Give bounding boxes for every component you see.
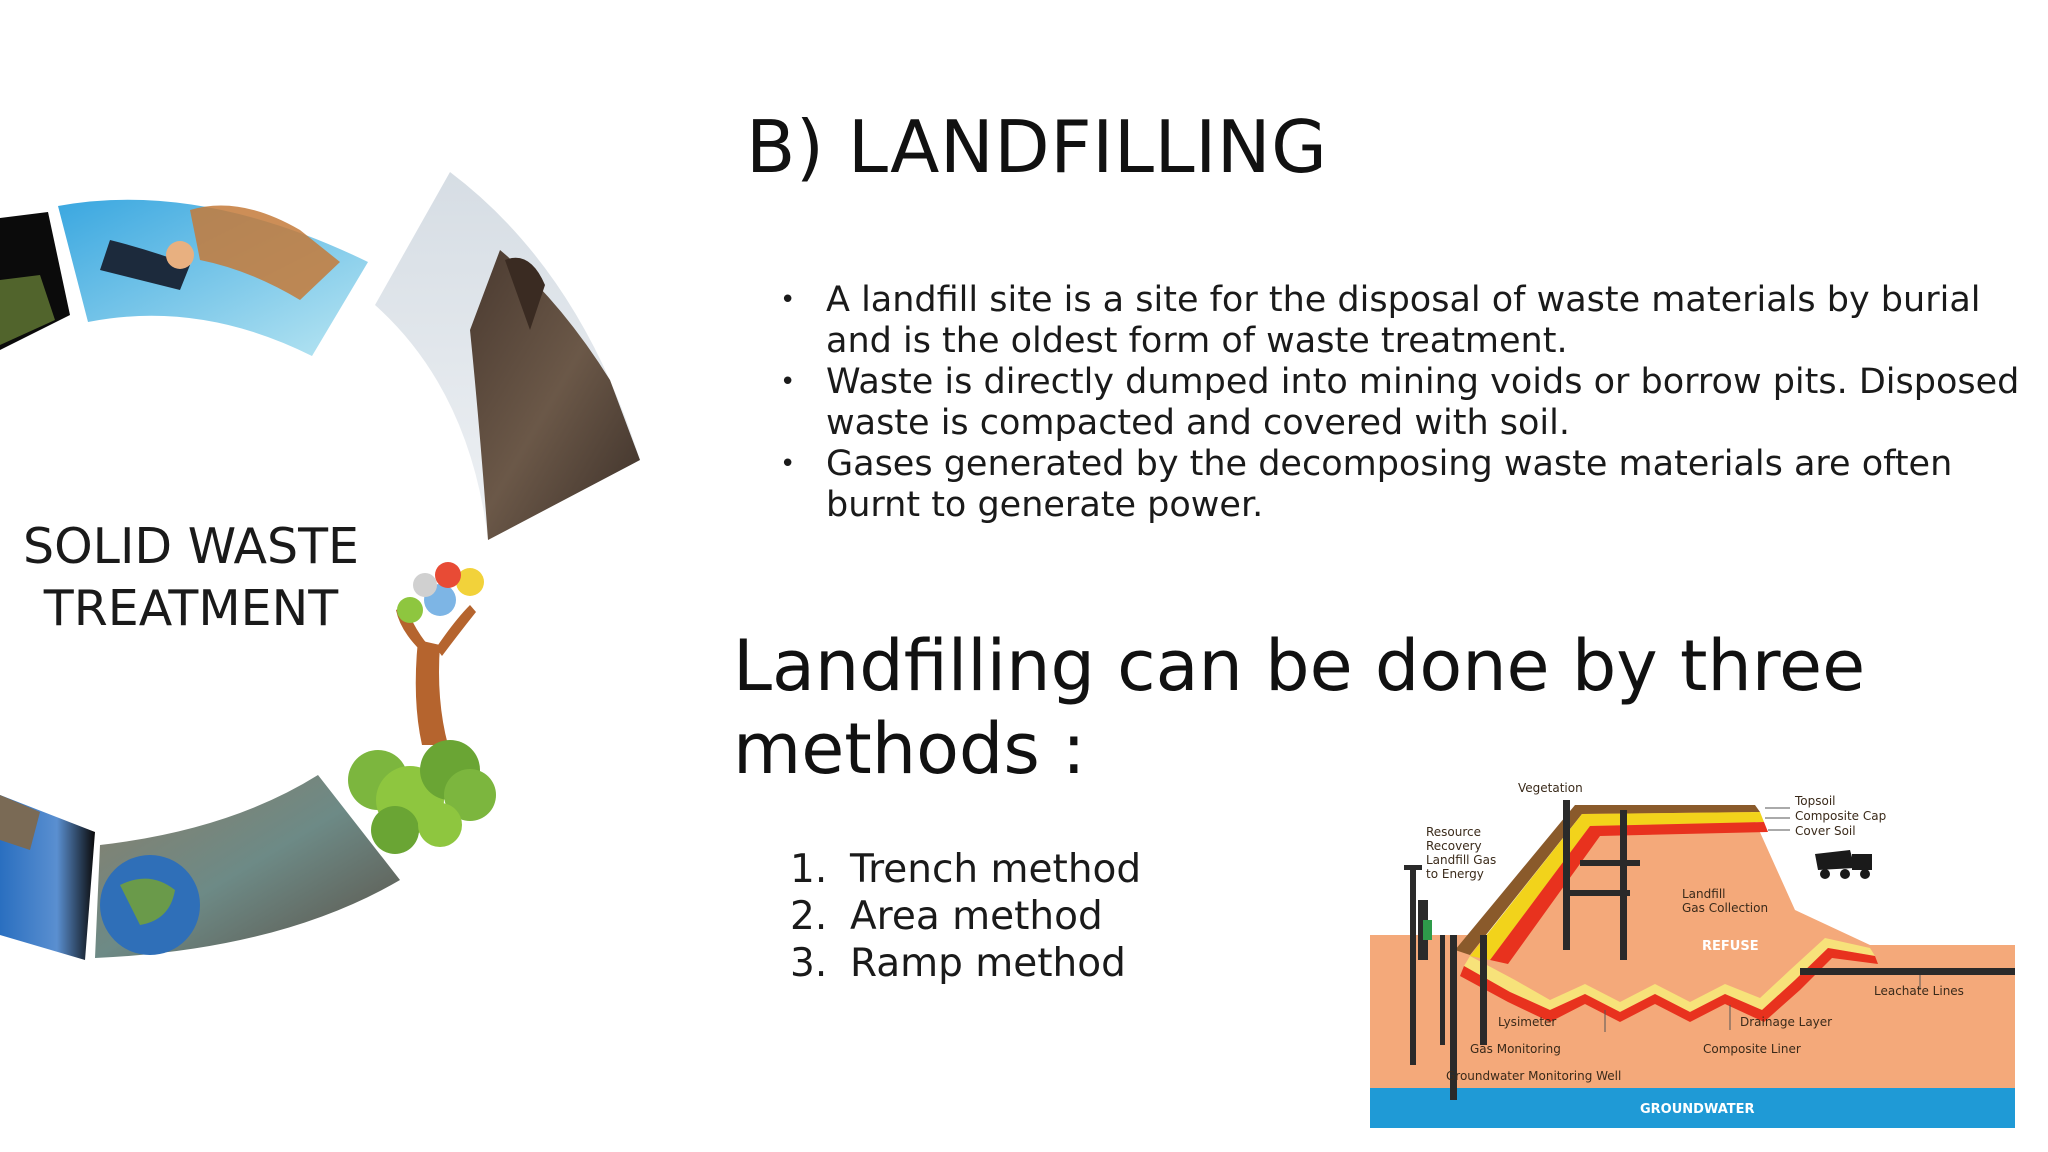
bullet-item: • A landfill site is a site for the dispo… (780, 280, 2025, 362)
cap-red-layer (1490, 822, 1768, 964)
method-item: 3. Ramp method (790, 940, 1141, 987)
label-cover-soil: Cover Soil (1795, 824, 1856, 838)
label-groundwater-well: Groundwater Monitoring Well (1446, 1069, 1621, 1083)
label-composite-cap: Composite Cap (1795, 809, 1886, 823)
bullet-icon: • (780, 449, 796, 479)
bullet-text: A landfill site is a site for the dispos… (826, 280, 1981, 361)
method-number: 1. (790, 847, 828, 892)
label-groundwater: GROUNDWATER (1640, 1102, 1755, 1117)
gas-meter (1423, 920, 1432, 940)
truck-icon (1815, 850, 1872, 879)
photo-ring-graphic (0, 172, 640, 960)
label-gas-monitoring: Gas Monitoring (1470, 1042, 1561, 1056)
method-number: 3. (790, 941, 828, 986)
method-item: 2. Area method (790, 893, 1141, 940)
label-drainage-layer: Drainage Layer (1740, 1015, 1832, 1029)
label-resource-4: to Energy (1426, 867, 1484, 881)
diagram-soil (1370, 810, 2015, 1100)
method-item: 1. Trench method (790, 846, 1141, 893)
bullet-icon: • (780, 367, 796, 397)
methods-list: 1. Trench method 2. Area method 3. Ramp met… (790, 846, 1141, 987)
label-refuse: REFUSE (1702, 939, 1759, 954)
liner-yellow (1464, 938, 1875, 1012)
liner-red (1460, 948, 1878, 1022)
cap-yellow-layer (1470, 812, 1764, 960)
label-lysimeter: Lysimeter (1498, 1015, 1556, 1029)
diagram-groundwater (1370, 1088, 2015, 1128)
label-leachate-lines: Leachate Lines (1874, 984, 1964, 998)
ring-title-line-2: TREATMENT (43, 580, 339, 637)
method-label: Trench method (850, 847, 1142, 892)
bullet-list: • A landfill site is a site for the dispo… (780, 280, 2025, 526)
bullet-text: Waste is directly dumped into mining voi… (826, 362, 2020, 443)
bullet-item: • Waste is directly dumped into mining vo… (780, 362, 2025, 444)
ring-title: SOLID WASTE TREATMENT (0, 516, 382, 640)
label-vegetation: Vegetation (1518, 781, 1583, 795)
label-resource-2: Recovery (1426, 839, 1482, 853)
label-resource-1: Resource (1426, 825, 1481, 839)
label-resource-3: Landfill Gas (1426, 853, 1496, 867)
label-landfill-gas-2: Gas Collection (1682, 901, 1768, 915)
bullet-icon: • (780, 285, 796, 315)
slide-title: B) LANDFILLING (746, 105, 1328, 189)
bullet-item: • Gases generated by the decomposing wast… (780, 444, 2025, 526)
method-number: 2. (790, 894, 828, 939)
bullet-text: Gases generated by the decomposing waste… (826, 444, 1953, 525)
landfill-diagram: GROUNDWATER Vegetation T (1370, 781, 2015, 1128)
leachate-pipe (1800, 968, 2015, 975)
label-landfill-gas-1: Landfill (1682, 887, 1726, 901)
method-label: Area method (850, 894, 1103, 939)
label-topsoil: Topsoil (1794, 794, 1836, 808)
recycle-tree-illustration (348, 562, 496, 854)
methods-heading: Landfilling can be done by three methods… (733, 625, 1866, 790)
ring-title-line-1: SOLID WASTE (22, 518, 359, 575)
cap-brown-layer (1455, 805, 1760, 955)
label-composite-liner: Composite Liner (1703, 1042, 1801, 1056)
method-label: Ramp method (850, 941, 1126, 986)
